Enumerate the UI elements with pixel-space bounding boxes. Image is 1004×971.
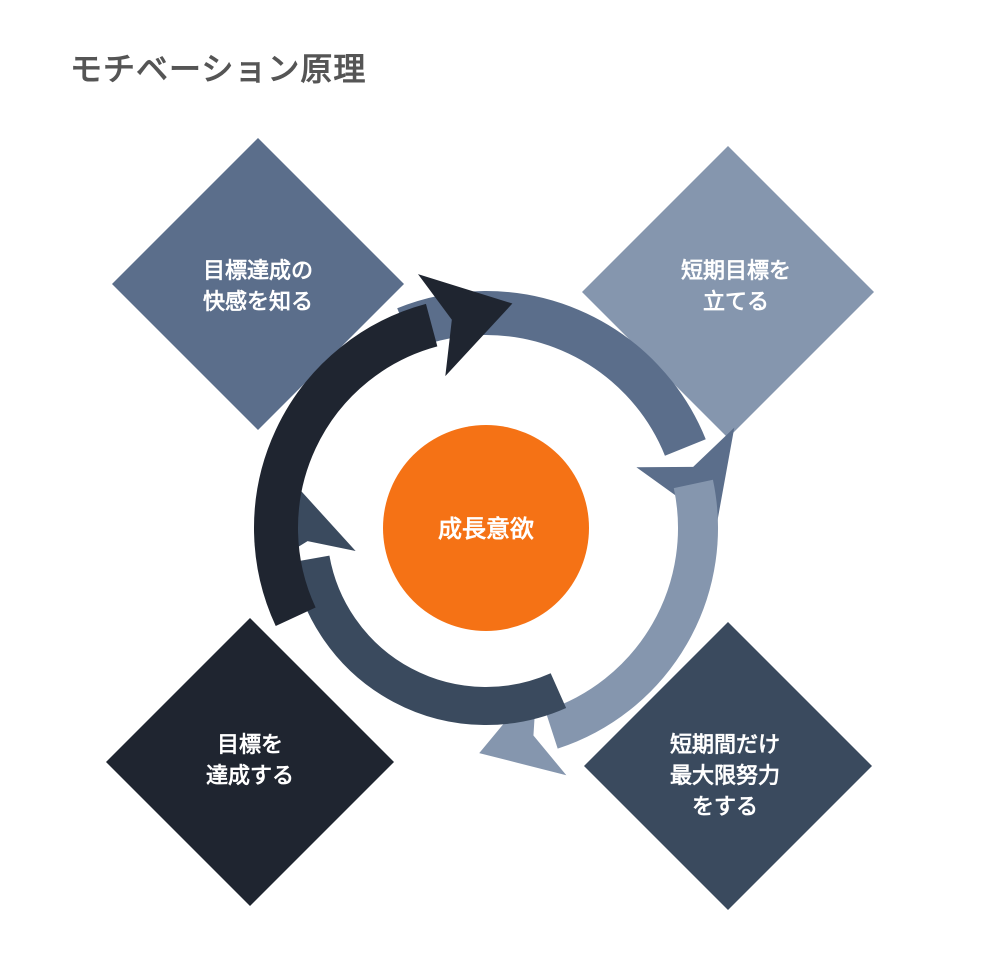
- arrowhead-icon: [479, 683, 567, 776]
- center-circle: [383, 425, 589, 631]
- cycle-arrow-arc-2: [545, 479, 718, 749]
- cycle-arrow-arc-4: [254, 303, 438, 627]
- step-label-3: 最大限努力: [670, 763, 780, 789]
- step-label-3: 短期間だけ: [670, 733, 780, 758]
- step-label-1: 目標達成の: [203, 258, 313, 284]
- arrowhead-icon: [417, 274, 513, 377]
- step-diamond-3: [584, 622, 872, 910]
- step-label-4: 目標を: [217, 733, 283, 758]
- cycle-arrow-arc-3: [291, 555, 567, 725]
- step-diamond-4: [106, 618, 394, 906]
- diagram-title: モチベーション原理: [70, 50, 367, 88]
- step-label-3: をする: [692, 795, 758, 820]
- step-label-2: 立てる: [703, 289, 769, 315]
- step-label-1: 快感を知る: [203, 289, 313, 315]
- step-label-4: 達成する: [206, 763, 294, 789]
- step-label-2: 短期目標を: [681, 259, 791, 284]
- center-label: 成長意欲: [438, 515, 534, 543]
